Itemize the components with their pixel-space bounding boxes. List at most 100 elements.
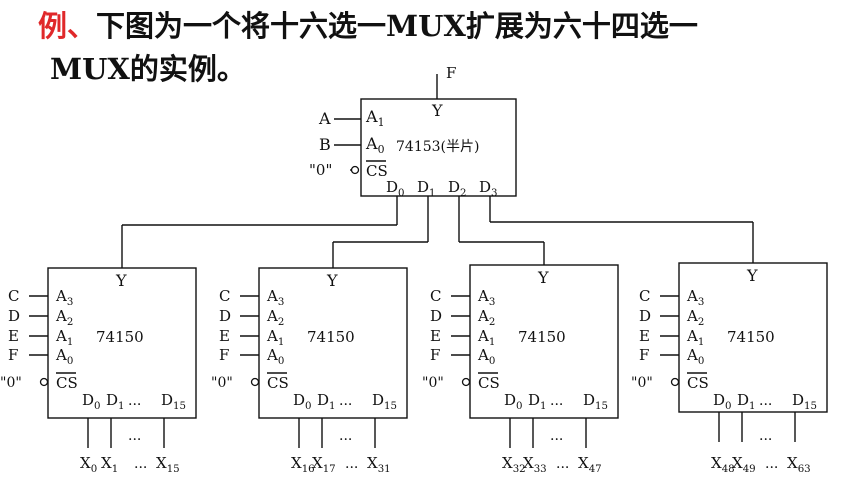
chip-2-d-last: D15 — [583, 391, 608, 412]
chip-3-addr-pin-2: A1 — [686, 327, 704, 348]
chip-2-cs-bubble — [461, 377, 471, 387]
chip-2-cs-label: CS — [478, 374, 500, 392]
chip-3-addr-pin-0: A3 — [686, 287, 704, 308]
chip-2-cs-input: "0" — [422, 375, 444, 391]
chip-1-addr-pin-3: A0 — [266, 346, 284, 367]
top-d3-label: D3 — [479, 178, 498, 199]
top-a1-pin: A1 — [365, 107, 384, 129]
title-prefix: 例、 — [38, 9, 97, 43]
chip-1-x-second: X17 — [312, 454, 336, 475]
chip-3-name: 74150 — [727, 328, 775, 346]
chip-3-cs-input: "0" — [631, 375, 653, 391]
top-input-a: A — [318, 109, 331, 128]
chip-0-cs-label: CS — [56, 374, 78, 392]
chip-3-d-first: D0 — [713, 391, 732, 412]
title-line-1: 例、下图为一个将十六选一MUX扩展为六十四选一 — [38, 4, 838, 48]
chip-1-x-first: X16 — [291, 454, 315, 475]
chip-1-x-dots: ... — [345, 456, 358, 472]
chip-0-addr-pin-1: A2 — [55, 307, 73, 328]
chip-1-cs-bubble — [250, 377, 260, 387]
chip-1-y-label: Y — [326, 271, 338, 290]
chip-1-data-dots: ... — [339, 428, 352, 444]
chip-2-addr-input-2: E — [430, 327, 441, 345]
chip-1-d-dots: ... — [339, 393, 352, 409]
chip-1-d-second: D1 — [317, 391, 336, 412]
top-output-label: F — [446, 64, 456, 82]
chip-1-addr-pin-1: A2 — [266, 307, 284, 328]
top-y-label: Y — [431, 101, 443, 120]
chip-1-addr-input-3: F — [219, 346, 229, 364]
chip-1-addr-pin-2: A1 — [266, 327, 284, 348]
chip-2-data-dots: ... — [550, 428, 563, 444]
chip-0-addr-input-3: F — [8, 346, 18, 364]
chip-1-addr-input-0: C — [219, 287, 230, 305]
chip-3-addr-input-0: C — [639, 287, 650, 305]
chip-3-addr-pin-1: A2 — [686, 307, 704, 328]
chip-2-d-first: D0 — [504, 391, 523, 412]
chip-1-name: 74150 — [307, 328, 355, 346]
chip-0-addr-input-0: C — [8, 287, 19, 305]
chip-2-d-dots: ... — [550, 393, 563, 409]
chip-3-x-second: X49 — [732, 454, 756, 475]
chip-0-d-first: D0 — [82, 391, 101, 412]
chip-0-d-last: D15 — [161, 391, 186, 412]
top-d0-label: D0 — [386, 178, 405, 199]
chip-3-x-last: X63 — [787, 454, 811, 475]
top-chip-body — [360, 98, 517, 197]
chip-2-name: 74150 — [518, 328, 566, 346]
chip-0-name: 74150 — [96, 328, 144, 346]
chip-2-y-label: Y — [537, 268, 549, 287]
title-text-1: 下图为一个将十六选一MUX扩展为六十四选一 — [96, 9, 698, 43]
chip-3-d-dots: ... — [759, 393, 772, 409]
chip-0-x-second: X1 — [101, 454, 118, 475]
chip-3-x-first: X48 — [711, 454, 735, 475]
chip-1-addr-pin-0: A3 — [266, 287, 284, 308]
chip-2-addr-pin-2: A1 — [477, 327, 495, 348]
chip-1-d-last: D15 — [372, 391, 397, 412]
chip-3-y-label: Y — [746, 266, 758, 285]
title-line-2: MUX的实例。 — [50, 52, 246, 86]
chip-2-d-second: D1 — [528, 391, 547, 412]
chip-2-addr-input-1: D — [430, 307, 442, 325]
top-cs-label: CS — [366, 162, 388, 180]
chip-3-data-dots: ... — [759, 428, 772, 444]
chip-0-x-first: X0 — [80, 454, 97, 475]
chip-2-x-first: X32 — [502, 454, 526, 475]
chip-3-addr-input-3: F — [639, 346, 649, 364]
chip-0-d-second: D1 — [106, 391, 125, 412]
chip-3-d-last: D15 — [792, 391, 817, 412]
top-cs-input: "0" — [309, 161, 332, 179]
chip-0-addr-pin-2: A1 — [55, 327, 73, 348]
top-d2-label: D2 — [448, 178, 467, 199]
chip-0-addr-pin-3: A0 — [55, 346, 73, 367]
top-cs-bubble — [350, 165, 360, 175]
chip-1-addr-input-1: D — [219, 307, 231, 325]
chip-0-addr-pin-0: A3 — [55, 287, 73, 308]
chip-0-cs-bubble — [39, 377, 49, 387]
chip-0-x-dots: ... — [134, 456, 147, 472]
chip-3-x-dots: ... — [765, 456, 778, 472]
chip-2-x-second: X33 — [523, 454, 547, 475]
chip-1-cs-input: "0" — [211, 375, 233, 391]
top-input-b: B — [319, 135, 331, 154]
chip-3-addr-input-1: D — [639, 307, 651, 325]
chip-0-data-dots: ... — [128, 428, 141, 444]
top-chip-name: 74153(半片) — [396, 139, 479, 155]
chip-0-d-dots: ... — [128, 393, 141, 409]
top-d1-label: D1 — [417, 178, 436, 199]
chip-0-y-label: Y — [115, 271, 127, 290]
chip-0-x-last: X15 — [156, 454, 180, 475]
chip-2-addr-pin-3: A0 — [477, 346, 495, 367]
chip-3-cs-bubble — [670, 377, 680, 387]
chip-2-addr-input-3: F — [430, 346, 440, 364]
chip-1-cs-label: CS — [267, 374, 289, 392]
chip-2-addr-input-0: C — [430, 287, 441, 305]
chip-3-addr-input-2: E — [639, 327, 650, 345]
chip-0-addr-input-1: D — [8, 307, 20, 325]
chip-0-addr-input-2: E — [8, 327, 19, 345]
chip-3-cs-label: CS — [687, 374, 709, 392]
chip-1-x-last: X31 — [367, 454, 391, 475]
top-a0-pin: A0 — [365, 134, 385, 156]
chip-3-addr-pin-3: A0 — [686, 346, 704, 367]
